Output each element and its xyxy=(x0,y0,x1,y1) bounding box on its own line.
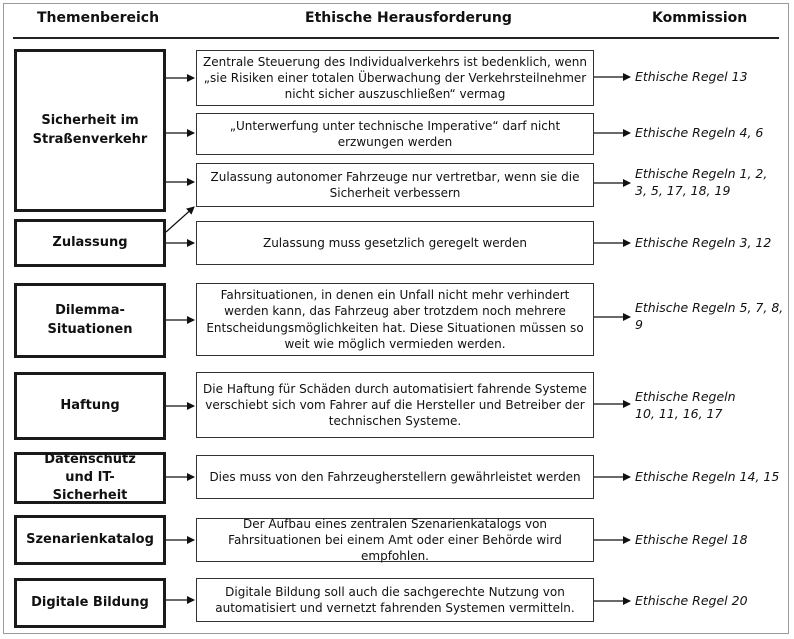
rule-label: Ethische Regeln 1, 2, 3, 5, 17, 18, 19 xyxy=(635,166,768,198)
challenge-box: Dies muss von den Fahrzeugherstellern ge… xyxy=(196,455,594,499)
challenge-box: Fahrsituationen, in denen ein Unfall nic… xyxy=(196,283,594,356)
topic-datenschutz: Datenschutz und IT-Sicherheit xyxy=(14,452,166,504)
challenge-text: Zulassung muss gesetzlich geregelt werde… xyxy=(262,235,528,250)
topic-zulassung-label: Zulassung xyxy=(52,234,128,250)
topic-digitale-bildung: Digitale Bildung xyxy=(14,578,166,628)
topic-haftung-label: Haftung xyxy=(60,397,120,413)
rule-label: Ethische Regeln 10, 11, 16, 17 xyxy=(635,389,736,421)
figure-frame xyxy=(3,3,789,634)
challenge-text: Zulassung autonomer Fahrzeuge nur vertre… xyxy=(210,169,580,200)
challenge-text: „Unterwerfung unter technische Imperativ… xyxy=(229,118,561,149)
challenge-text: Zentrale Steuerung des Individualverkehr… xyxy=(202,54,587,102)
rule-label: Ethische Regel 20 xyxy=(635,592,748,608)
challenge-text: Der Aufbau eines zentralen Szenarienkata… xyxy=(228,516,562,564)
challenge-text: Digitale Bildung soll auch die sachgerec… xyxy=(215,584,575,615)
topic-dilemma: Dilemma-Situationen xyxy=(14,283,166,358)
rule-label: Ethische Regel 13 xyxy=(635,68,748,84)
topic-haftung: Haftung xyxy=(14,372,166,440)
challenge-box: „Unterwerfung unter technische Imperativ… xyxy=(196,113,594,155)
topic-szenarienkatalog: Szenarienkatalog xyxy=(14,515,166,565)
challenge-text: Dies muss von den Fahrzeugherstellern ge… xyxy=(209,469,581,484)
challenge-text: Fahrsituationen, in denen ein Unfall nic… xyxy=(206,288,584,351)
challenge-box: Zentrale Steuerung des Individualverkehr… xyxy=(196,50,594,106)
challenge-box: Zulassung autonomer Fahrzeuge nur vertre… xyxy=(196,163,594,207)
challenge-box: Die Haftung für Schäden durch automatisi… xyxy=(196,372,594,438)
header-divider xyxy=(13,37,779,39)
arrow-zulassung-to-row3 xyxy=(165,206,195,233)
challenge-box: Digitale Bildung soll auch die sachgerec… xyxy=(196,578,594,622)
header-kommission: Kommission xyxy=(652,10,748,26)
topic-zulassung: Zulassung xyxy=(14,219,166,267)
topic-datenschutz-label: Datenschutz und IT-Sicherheit xyxy=(44,451,136,504)
header-themenbereich: Themenbereich xyxy=(37,10,160,26)
header-herausforderung: Ethische Herausforderung xyxy=(305,10,512,26)
topic-digitale-bildung-label: Digitale Bildung xyxy=(31,594,149,610)
rule-label: Ethische Regel 18 xyxy=(635,531,748,547)
challenge-box: Zulassung muss gesetzlich geregelt werde… xyxy=(196,221,594,265)
challenge-box: Der Aufbau eines zentralen Szenarienkata… xyxy=(196,516,594,564)
topic-szenarienkatalog-label: Szenarienkatalog xyxy=(26,531,154,547)
rule-label: Ethische Regeln 14, 15 xyxy=(635,468,780,484)
topic-sicherheit: Sicherheit im Straßenverkehr xyxy=(14,49,166,212)
challenge-text: Die Haftung für Schäden durch automatisi… xyxy=(203,381,587,429)
topic-dilemma-label: Dilemma-Situationen xyxy=(47,303,133,337)
rule-label: Ethische Regeln 3, 12 xyxy=(635,234,772,250)
rule-label: Ethische Regeln 4, 6 xyxy=(635,124,764,140)
topic-sicherheit-label: Sicherheit im Straßenverkehr xyxy=(32,113,148,147)
